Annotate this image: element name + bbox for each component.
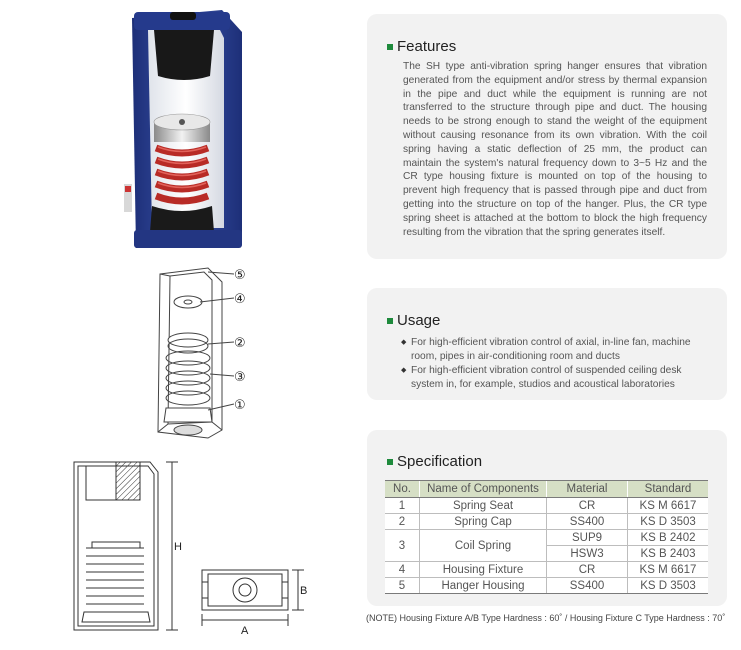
table-header-row: No. Name of Components Material Standard	[385, 480, 708, 498]
callout-5: ⑤	[234, 268, 246, 283]
cell-no: 4	[385, 561, 420, 578]
callout-1: ①	[234, 398, 246, 413]
cell-name: Housing Fixture	[419, 561, 547, 578]
usage-item: For high-efficient vibration control of …	[401, 336, 713, 363]
usage-panel: Usage For high-efficient vibration contr…	[367, 288, 727, 400]
cell-standard: KS B 2403	[627, 545, 708, 562]
hardness-note: (NOTE) Housing Fixture A/B Type Hardness…	[366, 613, 726, 623]
square-bullet-icon	[387, 43, 393, 50]
table-row: HSW3 KS B 2403	[385, 545, 708, 562]
cell-material: CR	[546, 561, 628, 578]
features-panel: Features The SH type anti-vibration spri…	[367, 14, 727, 259]
cell-no: 1	[385, 497, 420, 514]
callout-4: ④	[234, 292, 246, 307]
callout-3: ③	[234, 370, 246, 385]
cell-material: HSW3	[546, 545, 628, 562]
col-header-name: Name of Components	[419, 480, 547, 498]
cell-material: SS400	[546, 577, 628, 594]
usage-list: For high-efficient vibration control of …	[401, 336, 713, 392]
specification-panel: Specification No. Name of Components Mat…	[367, 430, 727, 606]
cell-material: SS400	[546, 513, 628, 530]
cell-standard: KS D 3503	[627, 513, 708, 530]
usage-heading: Usage	[387, 312, 440, 329]
usage-item: For high-efficient vibration control of …	[401, 364, 713, 391]
dim-a-label: A	[241, 625, 249, 637]
table-row: 4 Housing Fixture CR KS M 6617	[385, 561, 708, 578]
specification-heading: Specification	[387, 453, 482, 470]
cell-standard: KS D 3503	[627, 577, 708, 594]
callout-diagram: ⑤ ④ ② ③ ①	[157, 267, 246, 439]
technical-drawing: H A B	[73, 461, 307, 637]
cell-no: 5	[385, 577, 420, 594]
specification-table: No. Name of Components Material Standard…	[385, 480, 708, 594]
cell-name: Spring Cap	[419, 513, 547, 530]
square-bullet-icon	[387, 458, 393, 465]
features-title: Features	[397, 38, 457, 55]
cell-material: CR	[546, 497, 628, 514]
features-heading: Features	[387, 38, 456, 55]
cell-standard: KS B 2402	[627, 529, 708, 546]
usage-title: Usage	[397, 312, 441, 329]
table-row: 5 Hanger Housing SS400 KS D 3503	[385, 577, 708, 594]
table-row: 1 Spring Seat CR KS M 6617	[385, 497, 708, 514]
cell-name: Spring Seat	[419, 497, 547, 514]
cell-name: Hanger Housing	[419, 577, 547, 594]
cell-standard: KS M 6617	[627, 561, 708, 578]
table-row: 2 Spring Cap SS400 KS D 3503	[385, 513, 708, 530]
cell-no: 3	[385, 529, 420, 562]
callout-2: ②	[234, 336, 246, 351]
cell-material: SUP9	[546, 529, 628, 546]
cell-standard: KS M 6617	[627, 497, 708, 514]
col-header-material: Material	[546, 480, 628, 498]
square-bullet-icon	[387, 317, 393, 324]
cell-name: Coil Spring	[419, 529, 547, 562]
col-header-standard: Standard	[627, 480, 708, 498]
dim-b-label: B	[300, 585, 307, 597]
product-photo	[124, 10, 242, 248]
cell-no: 2	[385, 513, 420, 530]
specification-title: Specification	[397, 453, 483, 470]
col-header-no: No.	[385, 480, 420, 498]
dim-h-label: H	[174, 541, 182, 553]
features-body: The SH type anti-vibration spring hanger…	[403, 61, 707, 238]
table-row: 3 Coil Spring SUP9 KS B 2402	[385, 529, 708, 562]
